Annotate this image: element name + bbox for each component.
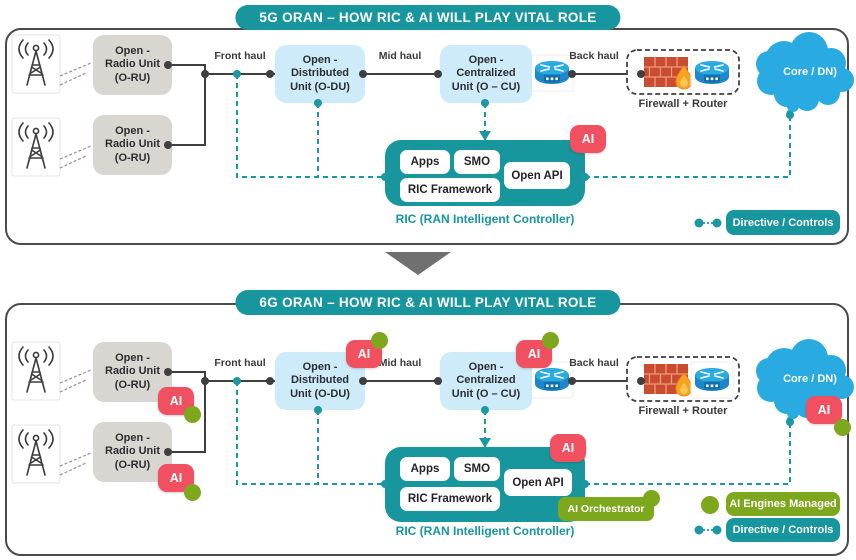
label-5g-midhaul: Mid haul — [378, 50, 422, 62]
legend-6g-directive: Directive / Controls — [726, 518, 840, 542]
ai-orchestrator-badge: AI Orchestrator — [558, 497, 654, 521]
ai-engine-dot-oru1 — [184, 406, 201, 423]
label-5g-backhaul: Back haul — [569, 50, 619, 62]
label-5g-firewall-router: Firewall + Router — [638, 98, 728, 110]
label-6g-backhaul: Back haul — [569, 357, 619, 369]
title-6g: 6G ORAN – HOW RIC & AI WILL PLAY VITAL R… — [235, 290, 621, 315]
label-6g-core: Core / DN) — [783, 373, 837, 385]
legend-6g-ai-engines: AI Engines Managed — [726, 492, 840, 516]
ric-6g-apps: Apps — [400, 457, 450, 481]
legend-ai-engines-dot — [701, 496, 719, 514]
ai-engine-dot-core — [834, 419, 851, 436]
label-5g-core: Core / DN) — [783, 66, 837, 78]
transition-arrow-icon — [385, 252, 451, 275]
node-5g-oru2: Open - Radio Unit (O-RU) — [93, 115, 172, 175]
label-5g-fronthaul: Front haul — [214, 50, 266, 62]
ai-engine-dot-orchestrator — [643, 490, 660, 507]
ric-6g-open-api: Open API — [504, 469, 572, 496]
label-5g-ric: RIC (RAN Intelligent Controller) — [395, 212, 575, 226]
node-5g-ocu: Open - Centralized Unit (O – CU) — [440, 45, 532, 103]
title-5g: 5G ORAN – HOW RIC & AI WILL PLAY VITAL R… — [235, 5, 621, 30]
ric-5g-open-api: Open API — [504, 162, 570, 189]
ai-badge-6g-ric: AI — [550, 434, 586, 462]
node-5g-oru1: Open - Radio Unit (O-RU) — [93, 35, 172, 95]
ric-5g-smo: SMO — [454, 150, 500, 174]
ai-engine-dot-ocu — [542, 332, 559, 349]
ric-6g-smo: SMO — [454, 457, 500, 481]
ai-badge-5g-ric: AI — [570, 125, 606, 153]
legend-5g-directive: Directive / Controls — [726, 210, 840, 235]
node-5g-odu: Open - Distributed Unit (O-DU) — [275, 45, 365, 103]
label-6g-fronthaul: Front haul — [214, 357, 266, 369]
ric-5g-apps: Apps — [400, 150, 450, 174]
ai-engine-dot-odu — [371, 332, 388, 349]
ric-5g-framework: RIC Framework — [400, 178, 500, 202]
label-6g-ric: RIC (RAN Intelligent Controller) — [395, 524, 575, 538]
ai-engine-dot-oru2 — [184, 484, 201, 501]
label-6g-firewall-router: Firewall + Router — [638, 405, 728, 417]
ric-6g-framework: RIC Framework — [400, 487, 500, 511]
